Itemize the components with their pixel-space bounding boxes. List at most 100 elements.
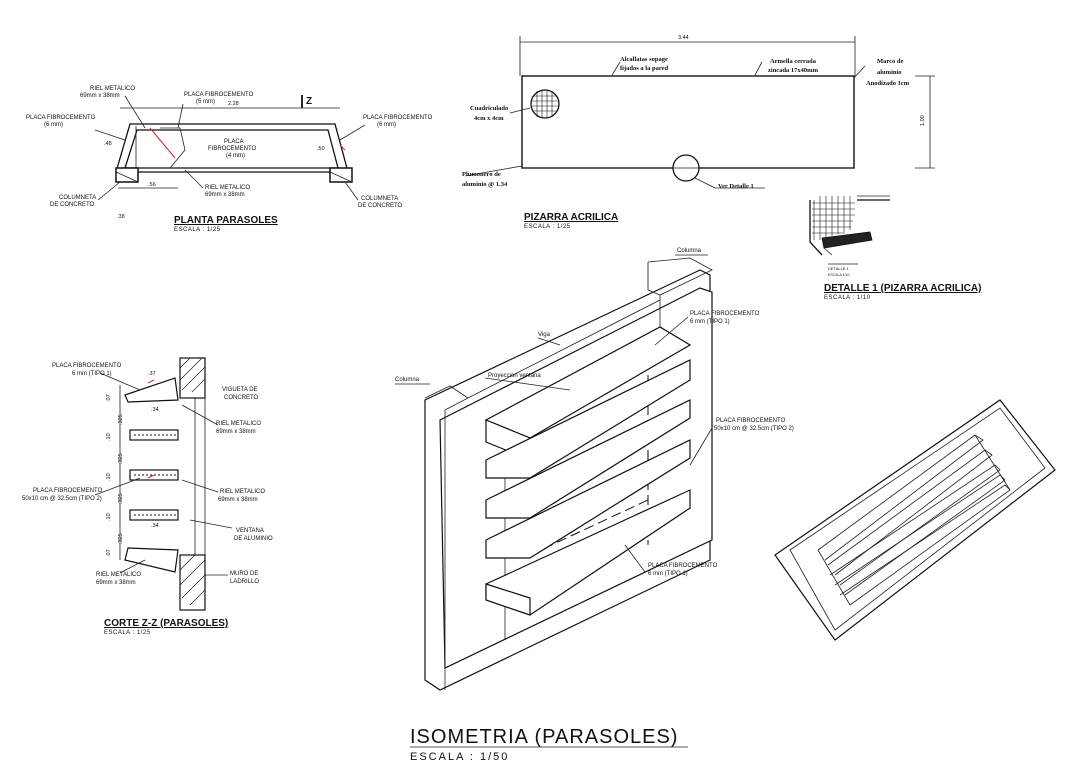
- leader: [654, 316, 689, 346]
- pizarra-alcayata-l2: fijados a la pared: [620, 65, 668, 72]
- leader: [624, 544, 646, 573]
- planta-hatch-l: [115, 171, 139, 183]
- corte-tipo1-l2: 6 mm (TIPO 1): [72, 371, 112, 377]
- planta-placa6r-l1: PLACA FIBROCEMENTO: [363, 115, 433, 121]
- iso-viga-line: [467, 299, 661, 399]
- corte-riel2-l1: RIEL METALICO: [220, 489, 265, 495]
- corte-rielb-l2: 69mm x 38mm: [96, 580, 136, 586]
- leader: [119, 559, 146, 574]
- planta-scale: ESCALA : 1/25: [174, 227, 221, 233]
- iso-rotated-view: [774, 399, 1056, 641]
- corte-dim-v9: .07: [106, 549, 112, 557]
- planta-riel-bot-l1: RIEL METALICO: [205, 185, 250, 191]
- planta-dim-total: 2.28: [228, 101, 239, 107]
- iso-placa-bot-l1: PLACA FIBROCEMENTO: [648, 563, 718, 569]
- detalle-lip: [823, 247, 833, 256]
- pizarra-plum-l1: Plumonero de: [462, 171, 501, 178]
- rot-plate-1: [817, 434, 984, 561]
- rot-edge: [974, 434, 1011, 491]
- planta-placa5-l2: (5 mm): [196, 99, 215, 105]
- detalle-title: DETALLE 1 (PIZARRA ACRILICA): [824, 283, 981, 294]
- iso-placa-mid-l1: PLACA FIBROCEMENTO: [716, 418, 786, 424]
- iso-plate-3: [485, 399, 691, 519]
- corte-dim-v3: .10: [106, 433, 112, 441]
- rot-edge-2: [817, 549, 851, 606]
- corte-dashes: [134, 434, 176, 516]
- rot-panel-inner: [789, 407, 1046, 631]
- pizarra-armella-l2: zincada 17x40mm: [768, 67, 819, 74]
- iso-placa-top-l1: PLACA FIBROCEMENTO: [690, 311, 760, 317]
- planta-red-marker: [149, 127, 176, 159]
- pizarra-grid: [532, 90, 558, 118]
- detalle-mini-title: DETALLE 1: [828, 266, 850, 271]
- iso-scale: ESCALA : 1/50: [410, 751, 509, 763]
- rot-panel: [774, 399, 1056, 641]
- iso-column-left: [424, 385, 469, 411]
- corte-dim-w1: .34: [151, 407, 159, 413]
- leader: [853, 65, 866, 79]
- planta-riel-top-l1: RIEL METALICO: [90, 86, 135, 92]
- corte-red-2: [147, 474, 155, 479]
- rot-plate-5: [839, 484, 1011, 606]
- corte-zz: .37 .34 .34 .07 .325 .10 .325 .10 .325 .…: [22, 357, 273, 636]
- planta-dim-inner: .56: [148, 182, 156, 188]
- corte-tipo2-l2: 50x10 cm @ 32.5cm (TIPO 2): [22, 496, 102, 502]
- corte-hatch: [179, 357, 206, 606]
- corte-placa-top: [124, 377, 179, 403]
- iso-title: ISOMETRIA (PARASOLES): [410, 726, 678, 748]
- corte-dim-v4: .325: [118, 453, 124, 464]
- planta-placa4-l2: FIBROCEMENTO: [208, 146, 257, 152]
- leader: [464, 165, 523, 177]
- planta-col-l-l2: DE CONCRETO: [50, 202, 95, 208]
- planta-placa6l-l2: (6 mm): [44, 122, 63, 128]
- planta-dim-right: .50: [317, 146, 325, 152]
- pizarra-cuadr-l2: 4cm x 4cm: [474, 115, 504, 122]
- corte-dim-v7: .10: [106, 513, 112, 521]
- iso-plate-4: [485, 439, 691, 559]
- iso-viga: Viga: [538, 332, 551, 338]
- leader: [344, 181, 359, 201]
- planta-col-r-l1: COLUMNETA: [361, 196, 398, 202]
- leader: [124, 95, 146, 129]
- leader: [94, 129, 126, 141]
- pizarra-cuadr-l1: Cuadriculado: [470, 105, 508, 112]
- iso-placa-top-l2: 6 mm (TIPO 1): [690, 319, 730, 325]
- corte-vigueta-l2: CONCRETO: [224, 395, 259, 401]
- pizarra-title: PIZARRA ACRILICA: [524, 212, 618, 223]
- planta-col-r-l2: DE CONCRETO: [358, 203, 403, 209]
- iso-plate-2: [485, 359, 691, 479]
- corte-tipo1-l1: PLACA FIBROCEMENTO: [52, 363, 122, 369]
- leader: [99, 372, 141, 391]
- planta-plate: [160, 127, 186, 169]
- iso-columna-top: Columna: [677, 248, 702, 254]
- planta-columneta-right: [329, 167, 353, 183]
- pizarra-width-dim: 3.44: [678, 35, 689, 41]
- pizarra-acrilica: 3.44 1.00 Alcallatas sopage fijados a la…: [462, 35, 935, 230]
- planta-dim-left: .48: [104, 141, 112, 147]
- planta-cut-mark: Z: [306, 96, 312, 107]
- corte-vigueta-l1: VIGUETA DE: [222, 387, 258, 393]
- leader: [537, 337, 561, 346]
- leader: [611, 61, 621, 76]
- pizarra-alcayata-l1: Alcallatas sopage: [620, 56, 668, 63]
- corte-dim-top: .37: [148, 371, 156, 377]
- planta-col-l-l1: COLUMNETA: [59, 195, 96, 201]
- corte-tipo2-l1: PLACA FIBROCEMENTO: [33, 488, 103, 494]
- detalle-plumonero: [821, 231, 873, 249]
- pizarra-plum-l2: aluminio @ 1.34: [462, 181, 508, 188]
- corte-ventana-l2: DE ALUMINIO: [234, 536, 273, 542]
- corte-riel2-l2: 69mm x 38mm: [218, 497, 258, 503]
- detalle-mini-scale: ESCALA 1/10: [828, 273, 849, 277]
- planta-riel-top-l2: 69mm x 38mm: [80, 93, 120, 99]
- leader: [509, 107, 531, 114]
- leader: [484, 377, 571, 391]
- leader: [754, 61, 763, 76]
- planta-placa4-l3: (4 mm): [226, 153, 245, 159]
- pizarra-board: [521, 75, 855, 169]
- pizarra-marco-l3: Anodizado 1cm: [866, 80, 910, 87]
- leader: [694, 177, 716, 189]
- corte-dim-v5: .10: [106, 473, 112, 481]
- pizarra-armella-l1: Armella cerrada: [770, 58, 817, 65]
- planta-placa6l-l1: PLACA FIBROCEMENTO: [26, 115, 96, 121]
- pizarra-scale: ESCALA : 1/25: [524, 224, 571, 230]
